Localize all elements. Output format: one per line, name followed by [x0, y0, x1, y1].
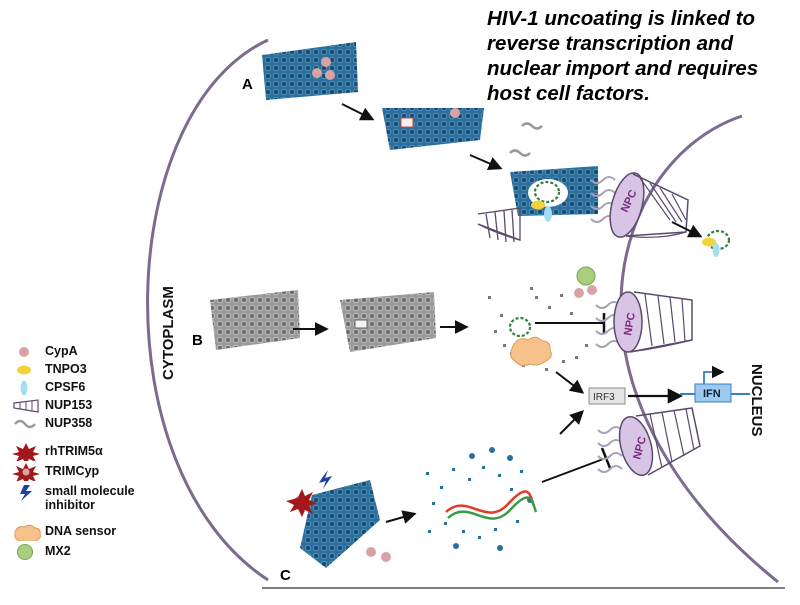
capsid-a2 [382, 108, 484, 150]
nup358-icon [521, 122, 543, 130]
npc-1: NPC [590, 172, 689, 238]
tnpo3-icon [702, 237, 716, 247]
arrow [385, 510, 417, 524]
cypa-icon [381, 552, 391, 562]
arrow [469, 154, 503, 170]
tnpo3-icon [531, 200, 545, 210]
legend-label: NUP153 [45, 398, 93, 412]
legend-label: DNA sensor [45, 524, 117, 538]
cypa-icon [325, 70, 335, 80]
legend-item-cpsf6: CPSF6 [12, 379, 177, 397]
npc-3: NPC [597, 407, 701, 476]
tnpo3-icon [17, 365, 31, 375]
dna-sensor-icon [510, 336, 552, 366]
rhtrim5a-icon [286, 489, 317, 517]
legend-label: NUP358 [45, 416, 93, 430]
legend-label: TNPO3 [45, 362, 87, 376]
cpsf6-icon [544, 206, 552, 222]
panel-label-b: B [192, 332, 203, 349]
cypa-icon [19, 347, 29, 357]
legend-label: MX2 [45, 544, 71, 558]
npc-2: NPC [595, 291, 693, 353]
legend-label: CPSF6 [45, 380, 86, 394]
diagram-title: HIV-1 uncoating is linked to reverse tra… [487, 7, 759, 105]
legend-item-small-molecule-inhibitor: small molecule inhibitor [12, 483, 177, 513]
nup358-icon [14, 419, 36, 429]
capsid-defect [400, 117, 414, 128]
legend-item-mx2: MX2 [12, 543, 177, 561]
nuclear-envelope [619, 114, 779, 584]
arrow [559, 410, 584, 435]
cypa-icon [587, 285, 597, 295]
cypa-icon [312, 68, 322, 78]
cpsf6-icon [712, 243, 720, 257]
arrow [671, 221, 703, 238]
npc-label: NPC [622, 312, 638, 337]
legend-item-cypa: CypA [12, 343, 177, 361]
capsid-a1 [262, 42, 358, 100]
nucleus-label: NUCLEUS [748, 364, 765, 437]
legend-item-trimcyp: TRIMCyp [12, 463, 177, 481]
capsid-c1 [300, 480, 380, 568]
inhibition-line [541, 457, 607, 483]
viral-dna-icon [508, 316, 532, 338]
irf3-box [588, 387, 626, 405]
cypa-icon [450, 108, 460, 118]
legend-item-rhtrim5a: rhTRIM5α [12, 443, 177, 461]
cypa-icon [366, 547, 376, 557]
legend-label: rhTRIM5α [45, 444, 103, 458]
ifn-box [694, 383, 732, 403]
small-molecule-inhibitor-icon [20, 485, 32, 501]
nup153-icon [477, 207, 521, 243]
arrow [555, 371, 585, 394]
capsid-defect [354, 319, 368, 329]
legend-item-tnpo3: TNPO3 [12, 361, 177, 379]
nup358-icon [509, 149, 531, 157]
cell-membrane [146, 38, 269, 582]
legend-label: CypA [45, 344, 78, 358]
transcription-arrow [703, 365, 725, 384]
rhtrim5a-icon [12, 443, 40, 461]
cytoplasm-label: CYTOPLASM [160, 286, 177, 380]
legend-label: TRIMCyp [45, 464, 100, 478]
mx2-icon [576, 266, 596, 286]
mx2-icon [17, 544, 33, 560]
legend-item-nup153: NUP153 [12, 397, 177, 415]
npc-label: NPC [631, 435, 649, 461]
panel-label-c: C [280, 567, 291, 584]
capsid-b1 [210, 290, 300, 350]
capsid-debris-c [426, 447, 533, 551]
cypa-icon [574, 288, 584, 298]
legend-item-dna-sensor: DNA sensor [12, 523, 177, 541]
capsid-b2 [340, 292, 436, 352]
viral-rna-green [447, 496, 538, 520]
legend-label: small molecule inhibitor [45, 484, 135, 512]
cpsf6-icon [20, 380, 28, 396]
small-molecule-inhibitor-icon [319, 470, 332, 489]
viral-dna-icon [533, 180, 561, 204]
arrow [341, 103, 375, 121]
cypa-icon [321, 57, 331, 67]
legend-item-nup358: NUP358 [12, 415, 177, 433]
nup153-icon [13, 399, 39, 413]
panel-label-a: A [242, 76, 253, 93]
ifn-label: IFN [703, 388, 721, 400]
viral-rna-red [445, 490, 536, 514]
irf3-label: IRF3 [593, 392, 615, 403]
trimcyp-icon [12, 463, 40, 481]
dna-sensor-icon [14, 524, 41, 541]
